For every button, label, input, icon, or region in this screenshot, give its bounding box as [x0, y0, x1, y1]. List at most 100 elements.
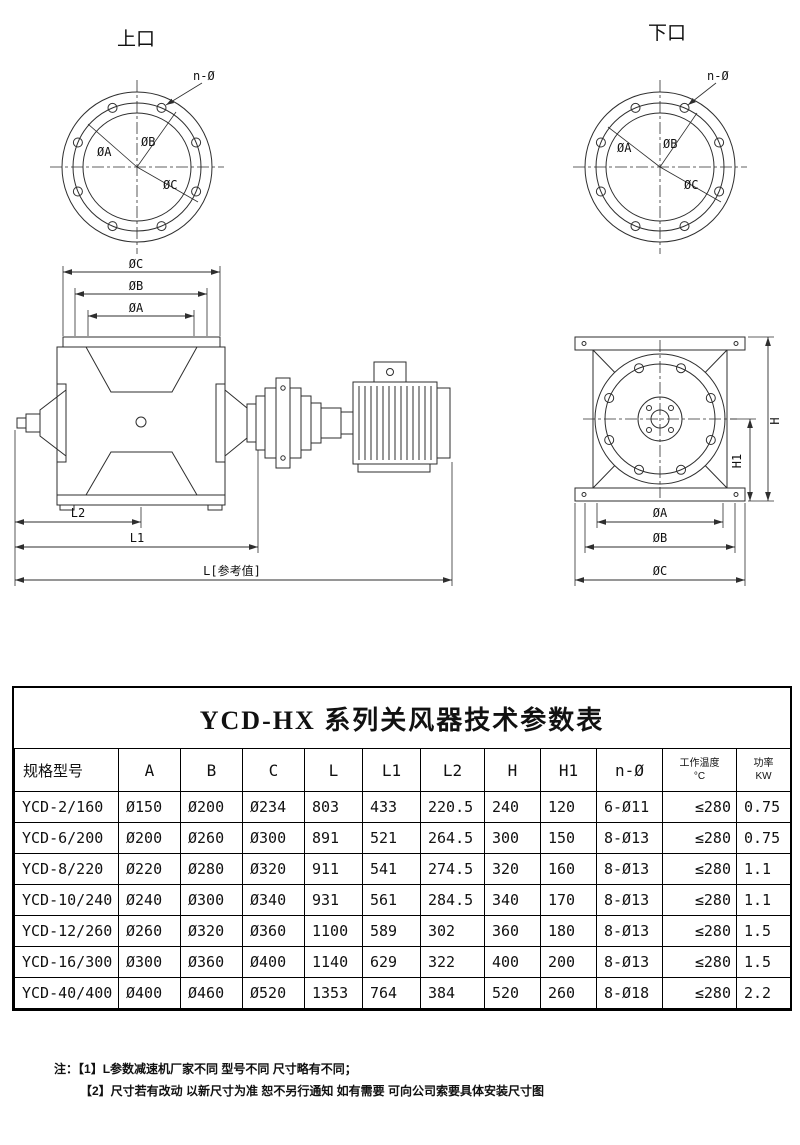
cell-temp: ≤280	[662, 915, 737, 947]
cell-b: Ø300	[180, 884, 243, 916]
cell-n: 8-Ø13	[596, 884, 663, 916]
gear-housing	[320, 407, 342, 439]
left-bearing-cone	[39, 388, 67, 458]
notes: 注：【1】L参数减速机厂家不同 型号不同 尺寸略有不同； 【2】尺寸若有改动 以…	[54, 1058, 544, 1102]
cell-model: YCD-2/160	[14, 791, 119, 823]
cell-model: YCD-10/240	[14, 884, 119, 916]
bolt-hole	[630, 221, 641, 232]
header-b: B	[180, 748, 243, 792]
cell-h1: 260	[540, 977, 597, 1009]
parameters-grid: 规格型号 A B C L L1 L2 H H1 n-Ø 工作温度 °C 功率 K…	[14, 748, 791, 1009]
note-1: 【1】L参数减速机厂家不同 型号不同 尺寸略有不同；	[78, 1062, 357, 1076]
dim-label-l1: L1	[130, 531, 144, 545]
note-line-1: 注：【1】L参数减速机厂家不同 型号不同 尺寸略有不同；	[54, 1058, 544, 1080]
bolt-count-label: n-Ø	[707, 69, 729, 83]
cell-b: Ø460	[180, 977, 243, 1009]
header-a: A	[118, 748, 181, 792]
cell-b: Ø320	[180, 915, 243, 947]
cell-power: 0.75	[736, 822, 791, 854]
cell-n: 8-Ø13	[596, 946, 663, 978]
notes-prefix: 注：	[54, 1062, 79, 1076]
cell-a: Ø300	[118, 946, 181, 978]
cell-h1: 160	[540, 853, 597, 885]
parameters-table: YCD-HX 系列关风器技术参数表 规格型号 A B C L L1 L2 H H…	[12, 686, 792, 1011]
cell-temp: ≤280	[662, 946, 737, 978]
cell-model: YCD-8/220	[14, 853, 119, 885]
cell-c: Ø360	[242, 915, 305, 947]
motor-feet	[357, 463, 431, 473]
rotor-axis	[135, 416, 147, 428]
cell-power: 1.1	[736, 853, 791, 885]
header-l1: L1	[362, 748, 421, 792]
header-h: H	[484, 748, 541, 792]
table-row: YCD-40/400 Ø400 Ø460 Ø520 1353 764 384 5…	[14, 977, 791, 1009]
cell-l: 1140	[304, 946, 363, 978]
dim-label-b: ØB	[663, 137, 677, 151]
bottom-port-label: 下口	[648, 23, 686, 44]
bolt-hole	[107, 221, 118, 232]
cell-c: Ø234	[242, 791, 305, 823]
cell-h: 320	[484, 853, 541, 885]
dim-label-a: ØA	[97, 145, 112, 159]
cell-l1: 764	[362, 977, 421, 1009]
cell-power: 1.1	[736, 884, 791, 916]
right-end-cover	[215, 383, 226, 463]
header-power: 功率 KW	[736, 748, 791, 792]
header-c: C	[242, 748, 305, 792]
bolt-hole	[107, 102, 118, 113]
cell-temp: ≤280	[662, 884, 737, 916]
cell-n: 8-Ø13	[596, 853, 663, 885]
header-model: 规格型号	[14, 748, 119, 792]
table-row: YCD-8/220 Ø220 Ø280 Ø320 911 541 274.5 3…	[14, 853, 791, 885]
cell-h1: 120	[540, 791, 597, 823]
cell-h1: 180	[540, 915, 597, 947]
header-power-label: 功率	[753, 758, 774, 769]
housing	[56, 346, 226, 496]
top-flange	[62, 336, 221, 348]
valve-side-view: ØC ØB ØA	[14, 257, 453, 586]
cell-temp: ≤280	[662, 853, 737, 885]
table-title: YCD-HX 系列关风器技术参数表	[199, 706, 605, 735]
inlet-flange-view: ØA ØB ØC n-Ø	[50, 69, 224, 254]
header-l: L	[304, 748, 363, 792]
bolt-hole	[156, 221, 167, 232]
bottom-flange	[56, 494, 226, 506]
cell-power: 2.2	[736, 977, 791, 1009]
cell-c: Ø300	[242, 822, 305, 854]
cell-n: 8-Ø18	[596, 977, 663, 1009]
motor-drawing	[352, 361, 451, 473]
dim-label-a: ØA	[129, 301, 144, 315]
cell-model: YCD-6/200	[14, 822, 119, 854]
terminal-box	[373, 361, 407, 383]
cell-power: 1.5	[736, 946, 791, 978]
cell-c: Ø340	[242, 884, 305, 916]
cell-n: 6-Ø11	[596, 791, 663, 823]
dim-label-l: L[参考值]	[203, 563, 261, 578]
cell-model: YCD-12/260	[14, 915, 119, 947]
header-temp-unit: °C	[693, 771, 706, 782]
table-header-row: 规格型号 A B C L L1 L2 H H1 n-Ø 工作温度 °C 功率 K…	[14, 748, 791, 792]
bolt-hole	[705, 435, 716, 445]
cell-l2: 322	[420, 946, 485, 978]
bolt-hole	[191, 137, 202, 148]
cell-l1: 541	[362, 853, 421, 885]
motor-fins	[358, 386, 432, 460]
cell-h: 360	[484, 915, 541, 947]
bolt-hole	[595, 186, 606, 197]
cell-n: 8-Ø13	[596, 915, 663, 947]
fan-cover	[436, 387, 451, 459]
right-bearing-cone	[224, 388, 248, 458]
table-row: YCD-2/160 Ø150 Ø200 Ø234 803 433 220.5 2…	[14, 791, 791, 823]
dim-label-h: H	[768, 417, 782, 424]
bolt-hole	[630, 102, 641, 113]
bolt-count-label: n-Ø	[193, 69, 215, 83]
technical-drawings: 上口 下口 ØA ØB ØC n-Ø	[14, 23, 782, 586]
shaft-end	[25, 413, 41, 433]
dim-label-b: ØB	[141, 135, 155, 149]
cell-temp: ≤280	[662, 822, 737, 854]
cell-a: Ø220	[118, 853, 181, 885]
bolt-hole	[634, 464, 644, 475]
valve-front-view: H H1 ØA ØB ØC	[574, 336, 782, 586]
cell-h1: 150	[540, 822, 597, 854]
cell-n: 8-Ø13	[596, 822, 663, 854]
